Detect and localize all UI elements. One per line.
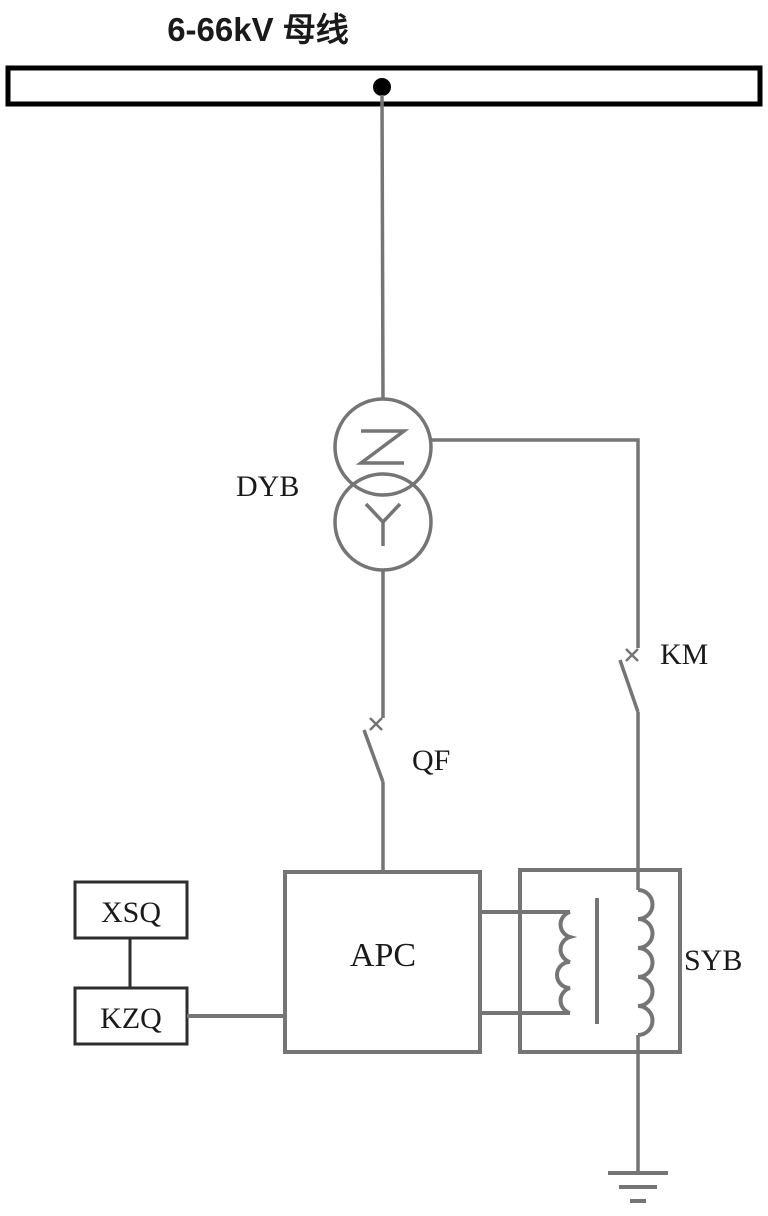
apc-box (283, 870, 482, 1054)
zigzag-winding-symbol (355, 429, 410, 465)
wye-winding-symbol (364, 502, 402, 546)
syb-right-coil (637, 888, 655, 1037)
transformer-primary-circle (333, 397, 433, 497)
ground-symbol (608, 1171, 668, 1203)
qf-switch-label: QF (412, 744, 450, 777)
diagram-labels: 6-66kV 母线 DYB KM QF APC XSQ KZQ SYB (100, 11, 742, 1035)
syb-left-coil (555, 910, 578, 1015)
busbar (5, 65, 763, 107)
qf-contact-x-mark (369, 717, 383, 731)
control-boxes (73, 880, 189, 1046)
syb-box (518, 868, 682, 1054)
kzq-box-label: KZQ (100, 1002, 162, 1035)
busbar-title: 6-66kV 母线 (167, 11, 349, 48)
circuit-lines (283, 94, 682, 1203)
km-contact-x-mark (625, 648, 639, 662)
transformer-label: DYB (236, 470, 299, 503)
busbar-to-transformer-line (380, 94, 385, 400)
xsq-box-label: XSQ (101, 896, 161, 929)
apc-box-label: APC (350, 937, 416, 974)
km-switch-label: KM (660, 638, 708, 671)
syb-box-label: SYB (684, 944, 742, 977)
busbar-group (5, 65, 763, 107)
km-switch-blade (618, 659, 640, 713)
primary-to-km-line (429, 438, 640, 648)
busbar-tap-dot (373, 78, 391, 96)
qf-switch-blade (362, 729, 385, 783)
